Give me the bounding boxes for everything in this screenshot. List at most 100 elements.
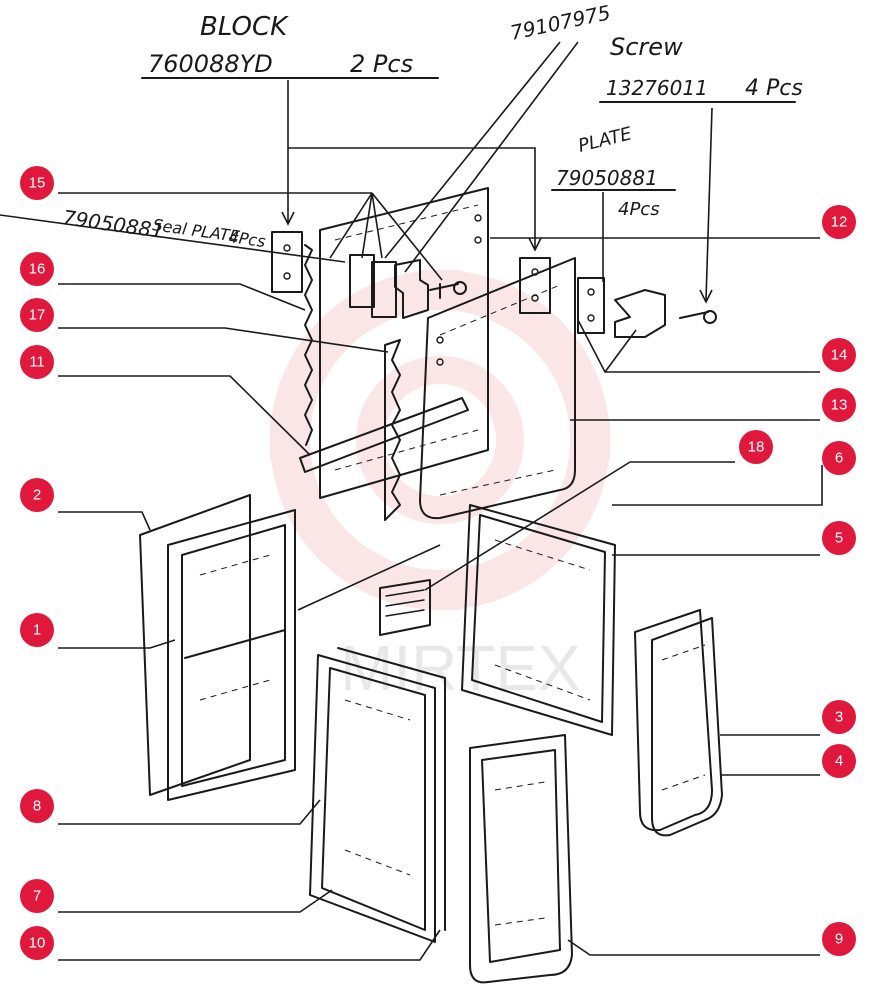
- frame-9-outer: [469, 734, 573, 984]
- plate-qty: 4Pcs: [618, 199, 660, 220]
- svg-text:8: 8: [33, 798, 41, 815]
- data-plate-18: [379, 579, 431, 636]
- data-plate-outline: [379, 579, 431, 636]
- callout-3: 3: [822, 700, 856, 734]
- callout-6: 6: [822, 441, 856, 475]
- hinge-hardware: [271, 231, 717, 338]
- callout-17: 17: [20, 298, 54, 332]
- svg-text:4: 4: [835, 753, 843, 770]
- screw-left-head: [453, 281, 467, 295]
- frame-7-inner: [321, 667, 426, 931]
- frame-3-glass: [661, 644, 706, 791]
- callout-7: 7: [20, 879, 54, 913]
- leader-11-lower: [297, 544, 441, 611]
- seal-plate-qty: 4Pcs: [227, 227, 266, 251]
- side-window-frame: [634, 609, 723, 837]
- callout-9: 9: [822, 922, 856, 956]
- lower-window-frame: [309, 647, 446, 943]
- svg-text:12: 12: [831, 214, 848, 231]
- seal-plate-part-no: 79050881: [61, 205, 165, 243]
- screw-right-head: [703, 310, 717, 324]
- svg-text:10: 10: [29, 935, 46, 952]
- leader-17: [58, 327, 389, 353]
- rear-panel-hole-1: [474, 214, 482, 222]
- leader-15-b: [361, 192, 373, 259]
- leader-15-d: [371, 192, 443, 281]
- svg-text:16: 16: [29, 261, 46, 278]
- block-annotation: BLOCK 760088YD 2 Pcs: [141, 12, 542, 252]
- leader-2: [58, 511, 151, 531]
- block-arrow-right: [528, 237, 542, 252]
- door-glass-hole-1: [436, 336, 444, 344]
- block-title: BLOCK: [200, 12, 289, 42]
- plate-right-hole-2: [587, 314, 595, 322]
- block-left-hole-1: [283, 244, 291, 252]
- data-plate-line-3: [385, 609, 425, 617]
- svg-text:14: 14: [831, 347, 848, 364]
- plate-title: PLATE: [576, 123, 634, 157]
- frame-5-inner: [471, 514, 606, 723]
- svg-text:5: 5: [835, 530, 843, 547]
- frame-5-outline: [461, 504, 616, 736]
- screw-arrow: [699, 289, 713, 304]
- leader-6: [612, 465, 823, 506]
- svg-text:15: 15: [29, 175, 46, 192]
- leader-15-a: [329, 192, 373, 259]
- seal-strip-16: [304, 244, 313, 446]
- frame-9-inner: [481, 749, 561, 963]
- frame-3-outer: [634, 609, 713, 832]
- screw-left: [429, 283, 459, 299]
- data-plate-line-1: [385, 589, 425, 597]
- left-door-frame: [139, 494, 296, 801]
- frame-8-outer: [309, 654, 436, 943]
- callout-4: 4: [822, 744, 856, 778]
- rear-panel-glass: [334, 204, 479, 471]
- block-right: [519, 257, 551, 314]
- leader-11: [58, 375, 311, 456]
- bottom-window-frame: [469, 734, 573, 984]
- leader-16: [58, 283, 306, 311]
- svg-text:3: 3: [835, 709, 843, 726]
- svg-text:11: 11: [29, 354, 45, 371]
- callout-12: 12: [822, 205, 856, 239]
- door-glass-panel: [419, 257, 576, 520]
- frame-8-glass: [344, 699, 411, 876]
- plate-right-hole-1: [587, 288, 595, 296]
- frame-5-glass: [494, 539, 591, 701]
- leader-15-c: [371, 192, 383, 259]
- callout-leaders: [58, 192, 823, 961]
- callout-18: 18: [739, 430, 773, 464]
- block-arrow-left: [281, 211, 295, 226]
- svg-text:18: 18: [748, 439, 765, 456]
- block-leader-right: [288, 147, 536, 248]
- block-left: [271, 231, 303, 293]
- frame-1-glass: [199, 554, 271, 701]
- screw-right: [679, 311, 709, 319]
- seal-plate-leader: [0, 214, 346, 263]
- data-plate-line-2: [385, 599, 425, 607]
- rod-11: [299, 397, 469, 473]
- top-part-no: 79107975: [508, 0, 613, 45]
- top-part-leader-2: [404, 41, 579, 273]
- hinge-right: [614, 289, 666, 338]
- plate-right: [577, 277, 605, 334]
- callout-8: 8: [20, 789, 54, 823]
- svg-text:13: 13: [831, 397, 848, 414]
- plate-part-no: 79050881: [556, 166, 658, 190]
- svg-text:1: 1: [33, 622, 41, 639]
- screw-annotation: Screw 13276011 4 Pcs: [599, 33, 803, 304]
- seal-strips: [299, 244, 469, 521]
- svg-text:2: 2: [33, 487, 41, 504]
- door-glass-outline: [419, 257, 576, 520]
- frame-10-seal: [337, 647, 446, 931]
- screw-title: Screw: [610, 33, 683, 61]
- rear-panel-hole-2: [474, 236, 482, 244]
- frame-1-outer: [167, 509, 296, 801]
- svg-text:6: 6: [835, 450, 843, 467]
- plate-annotation: PLATE 79050881 4Pcs: [551, 123, 676, 282]
- leader-8: [58, 799, 321, 825]
- block-left-hole-2: [283, 272, 291, 280]
- frame-2-seal: [139, 494, 251, 796]
